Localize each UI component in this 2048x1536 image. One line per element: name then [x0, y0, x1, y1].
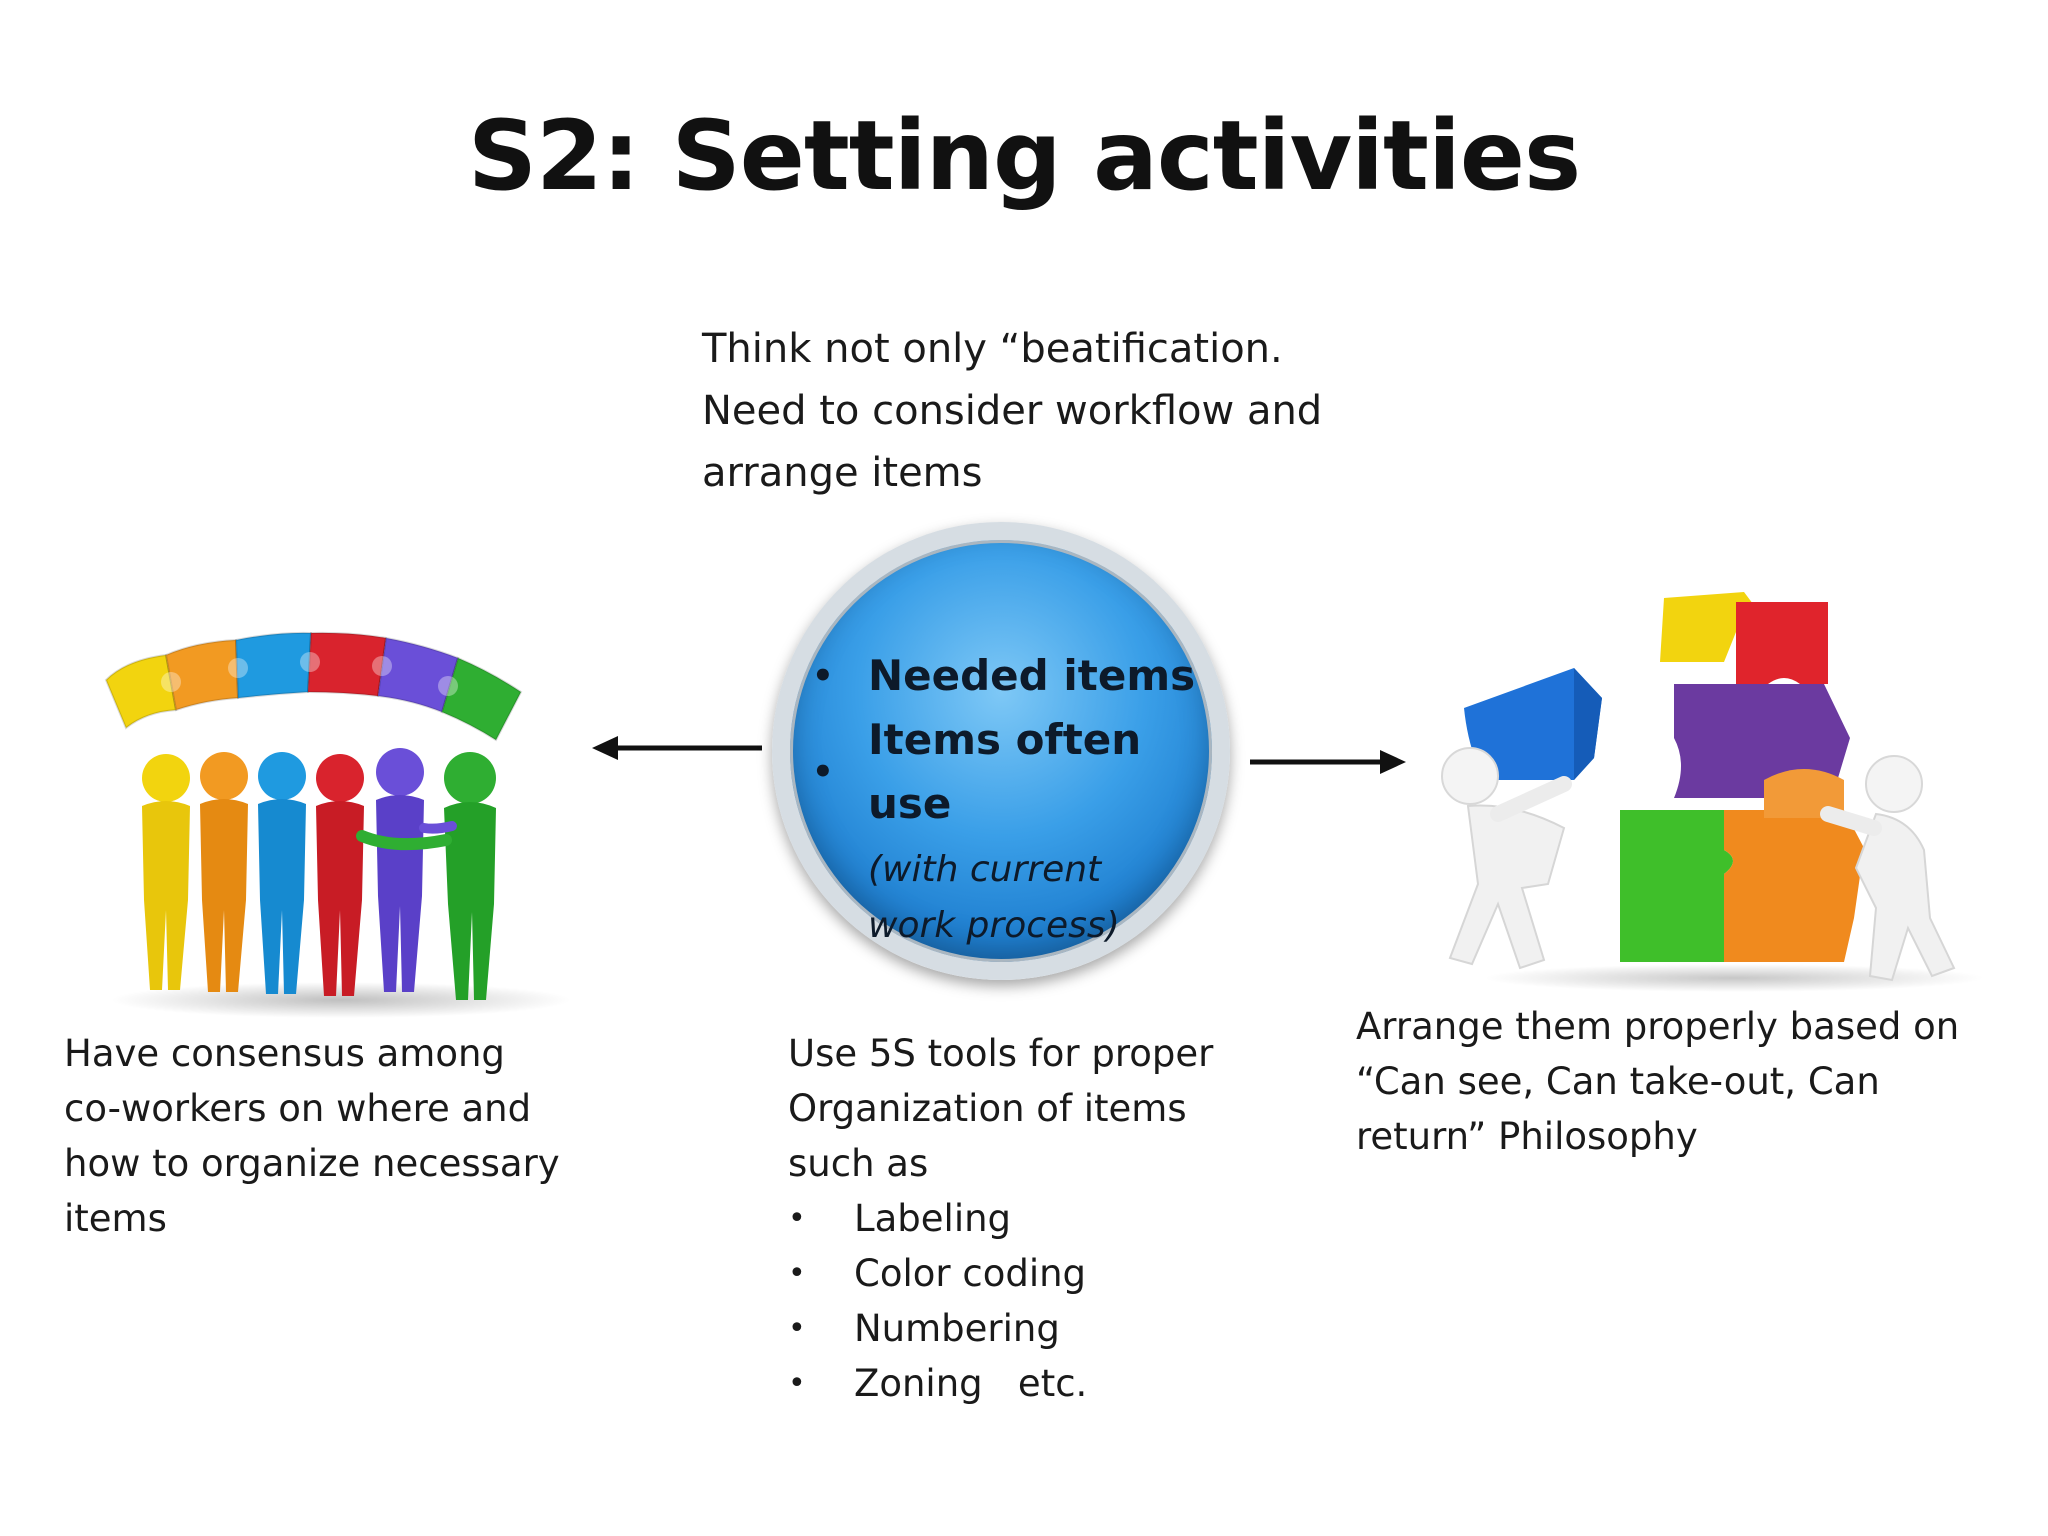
- center-note-line: (with current: [868, 849, 1102, 890]
- center-bullet-label: Needed items: [868, 651, 1196, 700]
- middle-description-line: such as: [788, 1142, 929, 1185]
- tool-label: Zoning etc.: [854, 1362, 1088, 1405]
- top-note: Think not only “beatification. Need to c…: [702, 318, 1462, 504]
- bullet-icon: •: [812, 752, 834, 792]
- middle-description-line: Organization of items: [788, 1087, 1187, 1130]
- tool-list-item: • Numbering: [788, 1301, 1248, 1356]
- top-note-line: Think not only “beatification.: [702, 326, 1283, 372]
- tool-list-item: • Color coding: [788, 1246, 1248, 1301]
- tool-list-item: • Zoning etc.: [788, 1356, 1248, 1411]
- middle-description-line: Use 5S tools for proper: [788, 1032, 1214, 1075]
- center-circle-text: • Needed items • Items often use (with c…: [808, 644, 1228, 954]
- arrow-left-icon: [592, 736, 762, 760]
- arrow-right-icon: [1250, 750, 1406, 774]
- right-description: Arrange them properly based on “Can see,…: [1356, 999, 2016, 1164]
- team-consensus-puzzle-icon: [104, 631, 571, 1018]
- tool-label: Labeling: [854, 1197, 1012, 1240]
- bullet-icon: •: [812, 656, 834, 696]
- puzzle-assembly-icon: [1441, 592, 1984, 992]
- center-note-line: work process): [868, 905, 1120, 946]
- bullet-icon: •: [788, 1256, 806, 1291]
- right-description-line: Arrange them properly based on: [1356, 1005, 1960, 1048]
- top-note-line: Need to consider workflow and: [702, 388, 1323, 434]
- bullet-icon: •: [788, 1366, 806, 1401]
- bullet-icon: •: [788, 1311, 806, 1346]
- tool-list-item: • Labeling: [788, 1191, 1248, 1246]
- left-description-line: Have consensus among: [64, 1032, 505, 1075]
- center-bullet-label: Items often use: [868, 715, 1142, 828]
- tool-label: Color coding: [854, 1252, 1087, 1295]
- tool-label: Numbering: [854, 1307, 1060, 1350]
- center-note: (with current work process): [808, 842, 1228, 954]
- center-bullet: • Items often use: [808, 708, 1228, 836]
- left-description: Have consensus among co-workers on where…: [64, 1026, 624, 1246]
- top-note-line: arrange items: [702, 450, 983, 496]
- left-description-line: how to organize necessary: [64, 1142, 560, 1185]
- page-title: S2: Setting activities: [467, 100, 1581, 212]
- center-bullet: • Needed items: [808, 644, 1228, 708]
- middle-description: Use 5S tools for proper Organization of …: [788, 1026, 1248, 1411]
- bullet-icon: •: [788, 1201, 806, 1236]
- left-description-line: co-workers on where and: [64, 1087, 532, 1130]
- right-description-line: return” Philosophy: [1356, 1115, 1698, 1158]
- left-description-line: items: [64, 1197, 167, 1240]
- right-description-line: “Can see, Can take-out, Can: [1356, 1060, 1880, 1103]
